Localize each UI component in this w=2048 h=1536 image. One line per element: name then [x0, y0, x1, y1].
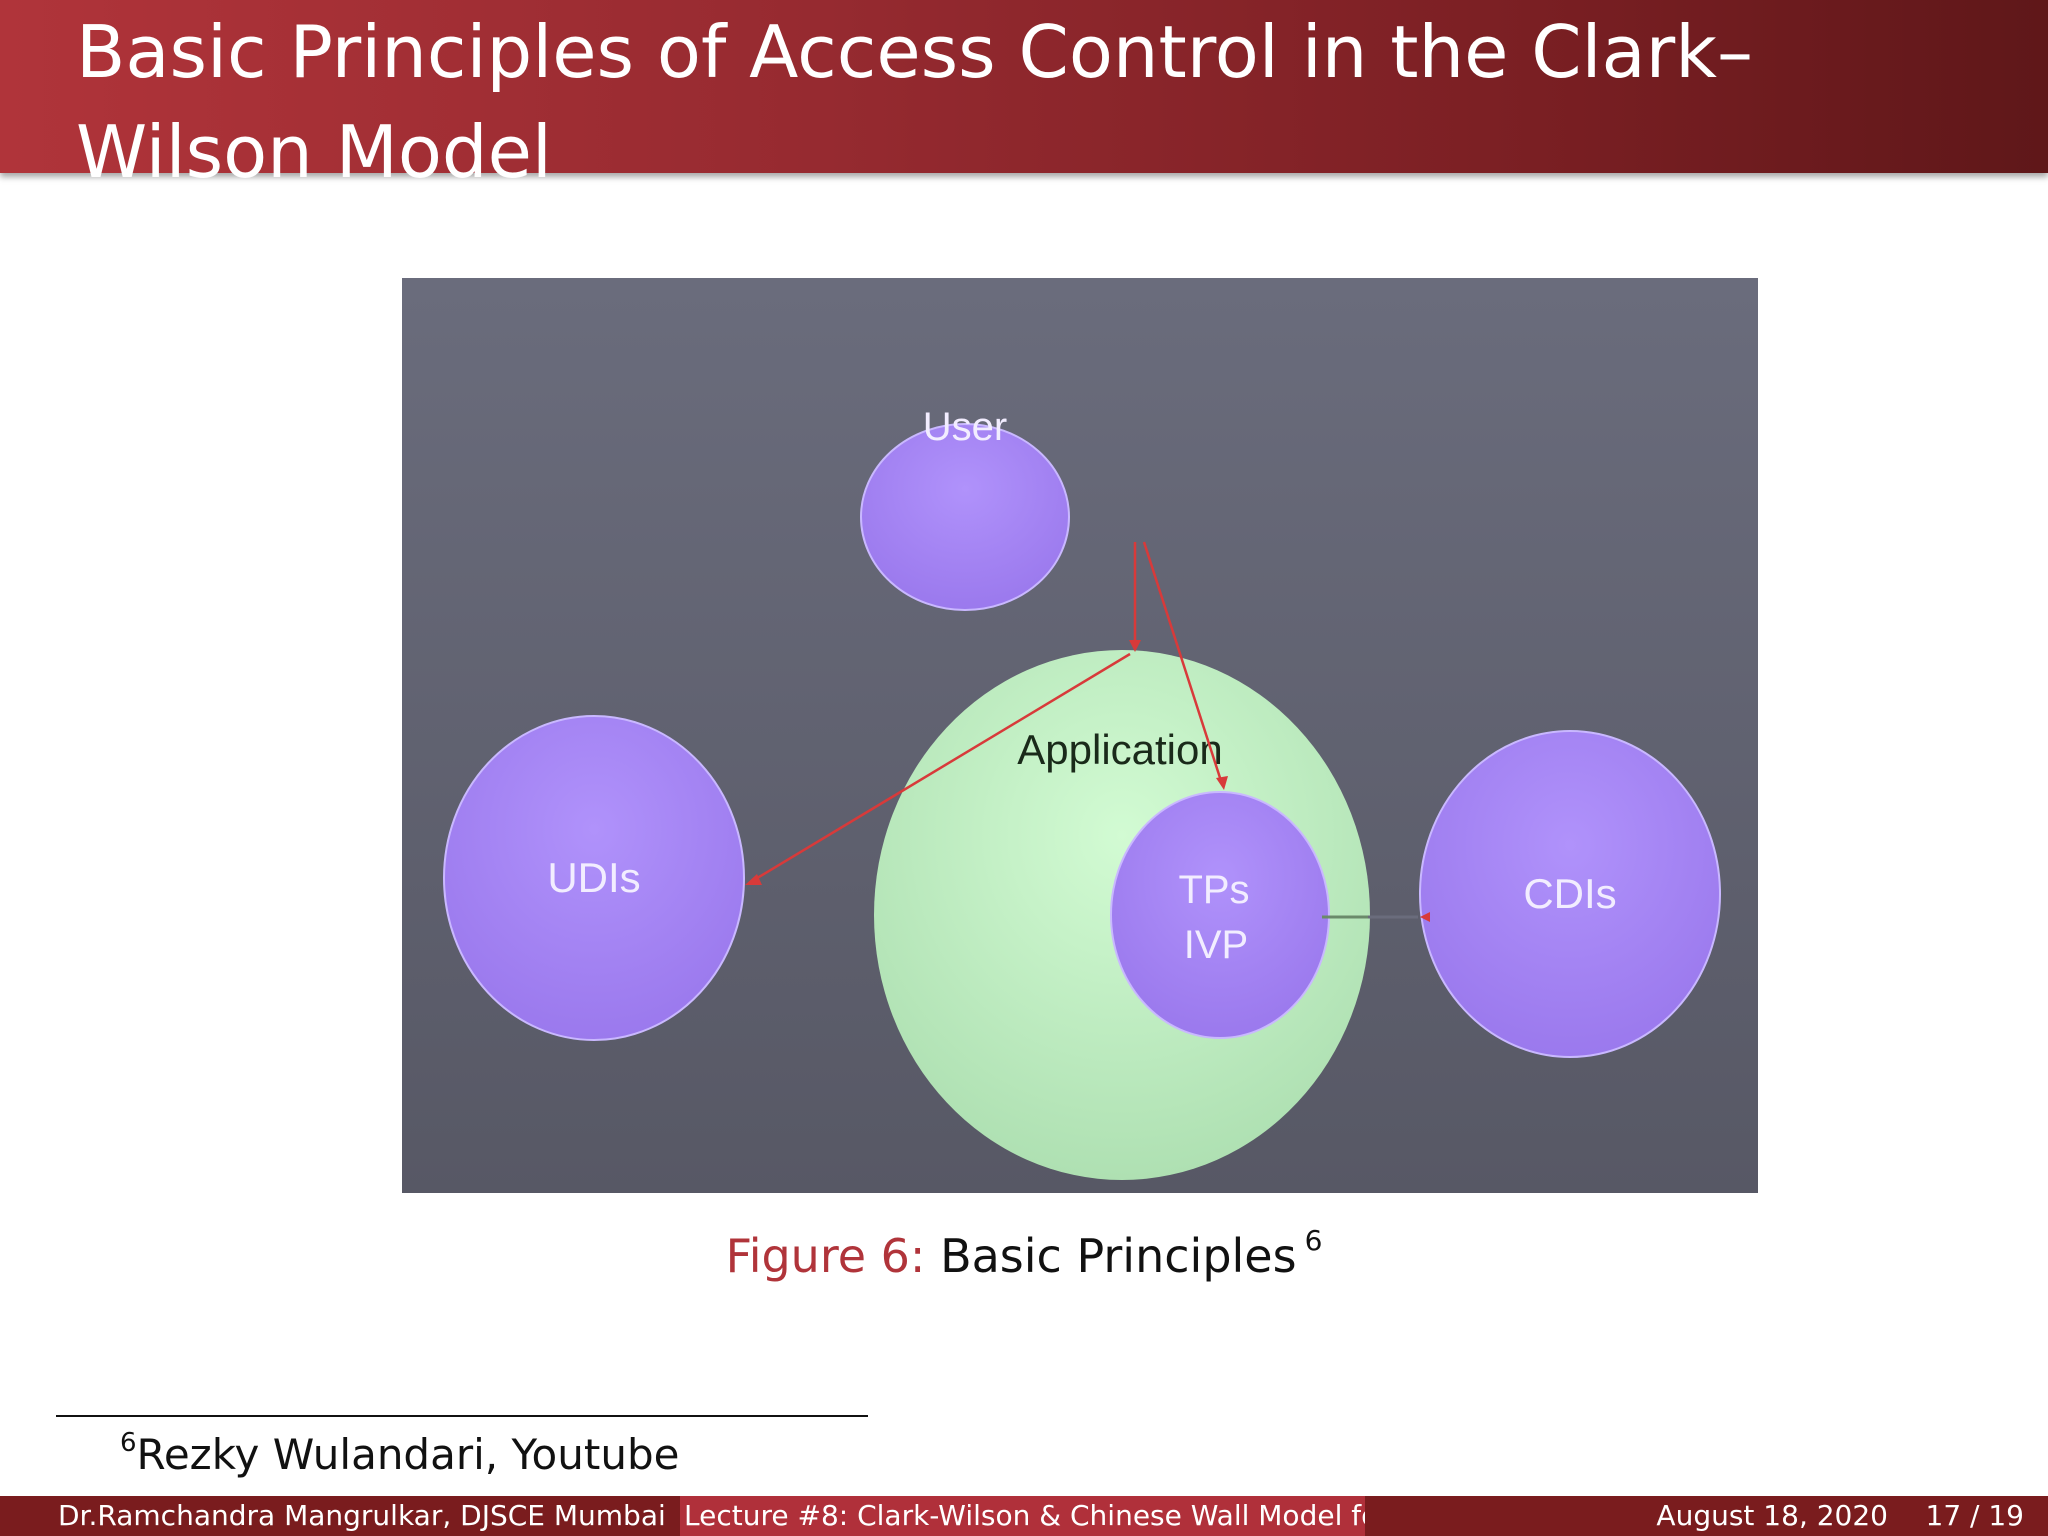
footer-date: August 18, 2020 [1656, 1499, 1888, 1532]
caption-text: Basic Principles [940, 1229, 1297, 1283]
arrowhead-user-to-application [1129, 640, 1141, 652]
caption-footnote-ref: 6 [1304, 1224, 1323, 1257]
user-label: User [923, 405, 1007, 449]
footer-lecture-section: Lecture #8: Clark-Wilson & Chinese Wall … [680, 1496, 1365, 1536]
udis-label: UDIs [547, 854, 640, 901]
ivp-label: IVP [1184, 923, 1248, 967]
tps-label: TPs [1178, 868, 1249, 912]
cdis-label: CDIs [1523, 870, 1616, 917]
tps-ivp-node [1110, 791, 1330, 1039]
arrowhead-tps-to-cdis [1420, 912, 1430, 922]
slide-footer: Dr.Ramchandra Mangrulkar, DJSCE Mumbai L… [0, 1496, 2048, 1536]
arrowhead-user-to-tps [1216, 776, 1228, 790]
arrow-application-to-udis [753, 652, 1131, 882]
application-label: Application [1017, 726, 1222, 773]
footnote: 6Rezky Wulandari, Youtube [120, 1428, 679, 1479]
footnote-text: Rezky Wulandari, Youtube [136, 1430, 680, 1479]
footer-date-section: August 18, 2020 17 / 19 [1365, 1496, 2048, 1536]
clark-wilson-diagram: User Application UDIs TPs IVP CDIs [402, 278, 1758, 1193]
slide-title: Basic Principles of Access Control in th… [76, 10, 1753, 194]
arrow-user-to-tps [1142, 541, 1224, 785]
cdis-node [1419, 730, 1721, 1058]
udis-node [443, 715, 745, 1041]
caption-label: Figure 6: [725, 1229, 926, 1283]
user-node [860, 423, 1070, 611]
title-bar: Basic Principles of Access Control in th… [0, 0, 2048, 194]
arrowhead-application-to-udis [745, 874, 762, 885]
diagram-svg: User Application UDIs TPs IVP CDIs [402, 278, 1758, 1193]
arrows [745, 541, 1228, 885]
page-number: 17 / 19 [1925, 1499, 2025, 1532]
footer-author-section: Dr.Ramchandra Mangrulkar, DJSCE Mumbai [0, 1496, 680, 1536]
footer-author: Dr.Ramchandra Mangrulkar, DJSCE Mumbai [58, 1499, 666, 1532]
footer-lecture: Lecture #8: Clark-Wilson & Chinese Wall … [684, 1499, 1365, 1532]
footnote-marker: 6 [120, 1428, 137, 1458]
footnote-rule [56, 1415, 868, 1417]
